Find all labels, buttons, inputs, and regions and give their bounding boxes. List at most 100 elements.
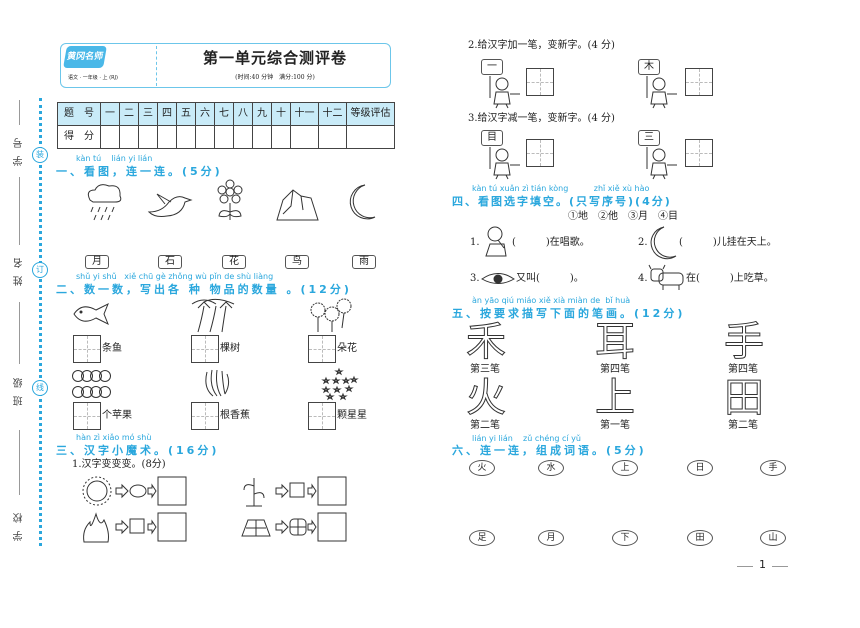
header-cell: 十二 bbox=[318, 102, 347, 126]
score-cell[interactable] bbox=[176, 125, 196, 149]
score-cell[interactable] bbox=[290, 125, 319, 149]
child-singing-icon bbox=[485, 226, 507, 257]
blank-line[interactable] bbox=[19, 302, 20, 364]
section5-pinyin: àn yāo qiú miáo xiě xià miàn de bǐ huà bbox=[472, 296, 631, 305]
header-cell: 等级评估 bbox=[346, 102, 395, 126]
answer-box[interactable] bbox=[73, 402, 101, 430]
word-oval[interactable]: 山 bbox=[760, 530, 786, 546]
header-cell: 十 bbox=[271, 102, 291, 126]
fill-sentence[interactable]: 在( )上吃草。 bbox=[686, 273, 774, 284]
score-cell[interactable] bbox=[195, 125, 215, 149]
stroke-label: 第二笔 bbox=[470, 420, 500, 431]
answer-box[interactable] bbox=[685, 68, 713, 96]
score-cell[interactable] bbox=[252, 125, 272, 149]
child-holding-sign-icon bbox=[646, 76, 677, 109]
header-cell: 六 bbox=[195, 102, 215, 126]
word-card[interactable]: 月 bbox=[85, 255, 109, 269]
stone-icon bbox=[276, 189, 319, 221]
blank-line[interactable] bbox=[19, 177, 20, 245]
word-oval[interactable]: 水 bbox=[538, 460, 564, 476]
score-label: 得 分 bbox=[57, 125, 101, 149]
count-label: 颗星星 bbox=[337, 410, 367, 421]
trees-icon bbox=[191, 298, 235, 333]
section3-heading: 三、汉字小魔术。(16分) bbox=[56, 444, 220, 457]
word-oval[interactable]: 月 bbox=[538, 530, 564, 546]
header-cell: 七 bbox=[214, 102, 234, 126]
publisher-logo: 黄冈名师 bbox=[63, 46, 107, 68]
count-label: 棵树 bbox=[220, 343, 240, 354]
word-oval[interactable]: 手 bbox=[760, 460, 786, 476]
word-card[interactable]: 花 bbox=[222, 255, 246, 269]
options: ①地 ②他 ③月 ④目 bbox=[568, 211, 678, 222]
word-oval[interactable]: 田 bbox=[687, 530, 713, 546]
count-label: 根香蕉 bbox=[220, 410, 250, 421]
answer-box[interactable] bbox=[308, 335, 336, 363]
plant-transform-icon bbox=[243, 476, 347, 507]
score-cell[interactable] bbox=[318, 125, 347, 149]
fish-icon bbox=[73, 302, 109, 326]
word-card[interactable]: 石 bbox=[158, 255, 182, 269]
score-cell[interactable] bbox=[346, 125, 395, 149]
header-cell: 九 bbox=[252, 102, 272, 126]
binding-circle: 订 bbox=[32, 262, 48, 278]
section1-pinyin: kàn tú lián yi lián bbox=[76, 154, 153, 163]
answer-box[interactable] bbox=[191, 402, 219, 430]
score-cell[interactable] bbox=[157, 125, 177, 149]
answer-box[interactable] bbox=[308, 402, 336, 430]
stroke-label: 第二笔 bbox=[728, 420, 758, 431]
word-oval[interactable]: 火 bbox=[469, 460, 495, 476]
section2-heading: 二、数一数，写出各 种 物品的数量 。(12分) bbox=[56, 283, 352, 296]
item-number: 2. bbox=[638, 237, 648, 248]
stroke-char: 上 bbox=[595, 375, 636, 421]
score-cell[interactable] bbox=[100, 125, 120, 149]
eye-icon bbox=[481, 273, 515, 284]
header-cell: 四 bbox=[157, 102, 177, 126]
stroke-char: 禾 bbox=[466, 319, 507, 365]
stars-icon bbox=[321, 367, 359, 401]
score-cell[interactable] bbox=[214, 125, 234, 149]
answer-box[interactable] bbox=[526, 68, 554, 96]
section3-pinyin: hàn zì xiǎo mó shù bbox=[76, 433, 152, 442]
header-cell: 一 bbox=[100, 102, 120, 126]
word-oval[interactable]: 日 bbox=[687, 460, 713, 476]
answer-box[interactable] bbox=[685, 139, 713, 167]
question-3: 3.给汉字减一笔，变新字。(4 分) bbox=[468, 113, 615, 124]
header-cell: 题 号 bbox=[57, 102, 101, 126]
binding-line bbox=[39, 98, 42, 546]
moon-icon bbox=[650, 226, 677, 260]
item-number: 1. bbox=[470, 237, 480, 248]
section1-heading: 一、看图，连一连。(5分) bbox=[56, 165, 223, 178]
blank-line[interactable] bbox=[19, 100, 20, 125]
answer-box[interactable] bbox=[526, 139, 554, 167]
word-card[interactable]: 鸟 bbox=[285, 255, 309, 269]
school-label: 学校 bbox=[14, 505, 25, 541]
word-oval[interactable]: 足 bbox=[469, 530, 495, 546]
score-cell[interactable] bbox=[138, 125, 158, 149]
score-cell[interactable] bbox=[233, 125, 253, 149]
question-1: 1.汉字变变变。(8分) bbox=[72, 459, 166, 470]
score-table: 题 号 一 二 三 四 五 六 七 八 九 十 十一 十二 等级评估 得 分 bbox=[57, 102, 395, 149]
section6-pinyin: lián yi lián zǔ chéng cí yǔ bbox=[472, 434, 581, 443]
answer-box[interactable] bbox=[191, 335, 219, 363]
fill-sentence[interactable]: 又叫( )。 bbox=[516, 273, 584, 284]
word-card[interactable]: 雨 bbox=[352, 255, 376, 269]
score-cell[interactable] bbox=[271, 125, 291, 149]
item-number: 3. bbox=[470, 273, 480, 284]
fill-sentence[interactable]: ( )儿挂在天上。 bbox=[679, 237, 777, 248]
child-holding-sign-icon bbox=[646, 147, 677, 180]
header-cell: 十一 bbox=[290, 102, 319, 126]
student-id-label: 学号 bbox=[14, 130, 25, 166]
class-label: 班级 bbox=[14, 370, 25, 406]
blank-line[interactable] bbox=[19, 430, 20, 495]
word-oval[interactable]: 下 bbox=[612, 530, 638, 546]
page-rule bbox=[772, 566, 788, 567]
answer-box[interactable] bbox=[73, 335, 101, 363]
header-cell: 二 bbox=[119, 102, 139, 126]
child-holding-sign-icon bbox=[489, 76, 520, 109]
score-cell[interactable] bbox=[119, 125, 139, 149]
word-oval[interactable]: 上 bbox=[612, 460, 638, 476]
field-transform-icon bbox=[241, 512, 347, 542]
header-divider bbox=[156, 46, 157, 86]
fill-sentence[interactable]: ( )在唱歌。 bbox=[512, 237, 590, 248]
stroke-char: 手 bbox=[724, 319, 765, 365]
